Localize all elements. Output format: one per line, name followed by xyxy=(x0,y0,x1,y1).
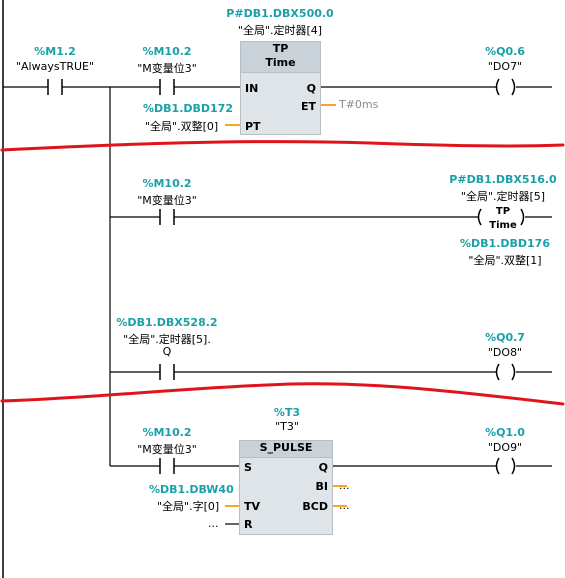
coil-symbol[interactable]: "DO9" xyxy=(487,441,523,454)
et-value[interactable]: T#0ms xyxy=(339,98,379,111)
tp-function-block[interactable]: TP Time IN PT Q ET xyxy=(240,41,321,135)
pt-param-address[interactable]: %DB1.DBD172 xyxy=(143,102,233,115)
r-empty-operand[interactable]: ... xyxy=(208,517,219,530)
block-title: TP xyxy=(272,42,289,55)
red-annotation-line xyxy=(0,140,565,152)
pin-s: S xyxy=(244,461,252,474)
tp-coil-subtitle: Time xyxy=(489,220,517,231)
coil-symbol[interactable]: "DO8" xyxy=(487,346,523,359)
tp-coil-address[interactable]: P#DB1.DBX516.0 xyxy=(449,173,557,186)
block-subtitle: Time xyxy=(265,56,296,69)
pin-pt: PT xyxy=(245,120,261,133)
pin-tv: TV xyxy=(244,500,261,513)
tp-coil-symbol[interactable]: "全局".定时器[5] xyxy=(460,190,546,203)
pin-r: R xyxy=(244,518,253,531)
s-pulse-block[interactable]: S_PULSE S TV R Q BI BCD xyxy=(239,440,333,535)
coil-symbol[interactable]: "DO7" xyxy=(487,60,523,73)
bi-empty-operand[interactable]: ... xyxy=(339,479,350,492)
tp-coil-title[interactable]: TP xyxy=(493,206,513,217)
contact-symbol[interactable]: "AlwaysTRUE" xyxy=(15,60,95,73)
pt-param-symbol[interactable]: "全局".双整[0] xyxy=(145,120,219,133)
contact-symbol[interactable]: "M变量位3" xyxy=(137,443,197,456)
red-annotation-line xyxy=(0,382,565,406)
contact-symbol[interactable]: "全局".定时器[5]. xyxy=(123,333,211,346)
coil-address[interactable]: %Q0.6 xyxy=(485,45,525,58)
timer-instance-address[interactable]: P#DB1.DBX500.0 xyxy=(226,7,334,20)
pin-q: Q xyxy=(306,82,316,95)
contact-address[interactable]: %M10.2 xyxy=(142,177,192,190)
block-title: S_PULSE xyxy=(259,441,313,454)
contact-address[interactable]: %M1.2 xyxy=(34,45,76,58)
tv-param-address[interactable]: %DB1.DBW40 xyxy=(149,483,234,496)
pin-bi: BI xyxy=(315,480,328,493)
tp-coil-param-symbol[interactable]: "全局".双整[1] xyxy=(468,254,542,267)
block-instance-address[interactable]: %T3 xyxy=(273,406,301,419)
pin-in: IN xyxy=(245,82,259,95)
pin-et: ET xyxy=(300,100,316,113)
contact-address[interactable]: %DB1.DBX528.2 xyxy=(116,316,218,329)
contact-symbol[interactable]: "M变量位3" xyxy=(137,194,197,207)
coil-address[interactable]: %Q0.7 xyxy=(485,331,525,344)
block-instance-symbol[interactable]: "T3" xyxy=(275,420,299,433)
pin-q: Q xyxy=(318,461,328,474)
pin-bcd: BCD xyxy=(302,500,328,513)
timer-instance-symbol[interactable]: "全局".定时器[4] xyxy=(237,24,323,37)
contact-symbol[interactable]: "M变量位3" xyxy=(137,62,197,75)
contact-address[interactable]: %M10.2 xyxy=(142,45,192,58)
tv-param-symbol[interactable]: "全局".字[0] xyxy=(157,500,220,513)
contact-address[interactable]: %M10.2 xyxy=(142,426,192,439)
coil-address[interactable]: %Q1.0 xyxy=(485,426,525,439)
bcd-empty-operand[interactable]: ... xyxy=(339,499,350,512)
tp-coil-param-address[interactable]: %DB1.DBD176 xyxy=(460,237,550,250)
contact-symbol-member: Q xyxy=(162,345,172,358)
